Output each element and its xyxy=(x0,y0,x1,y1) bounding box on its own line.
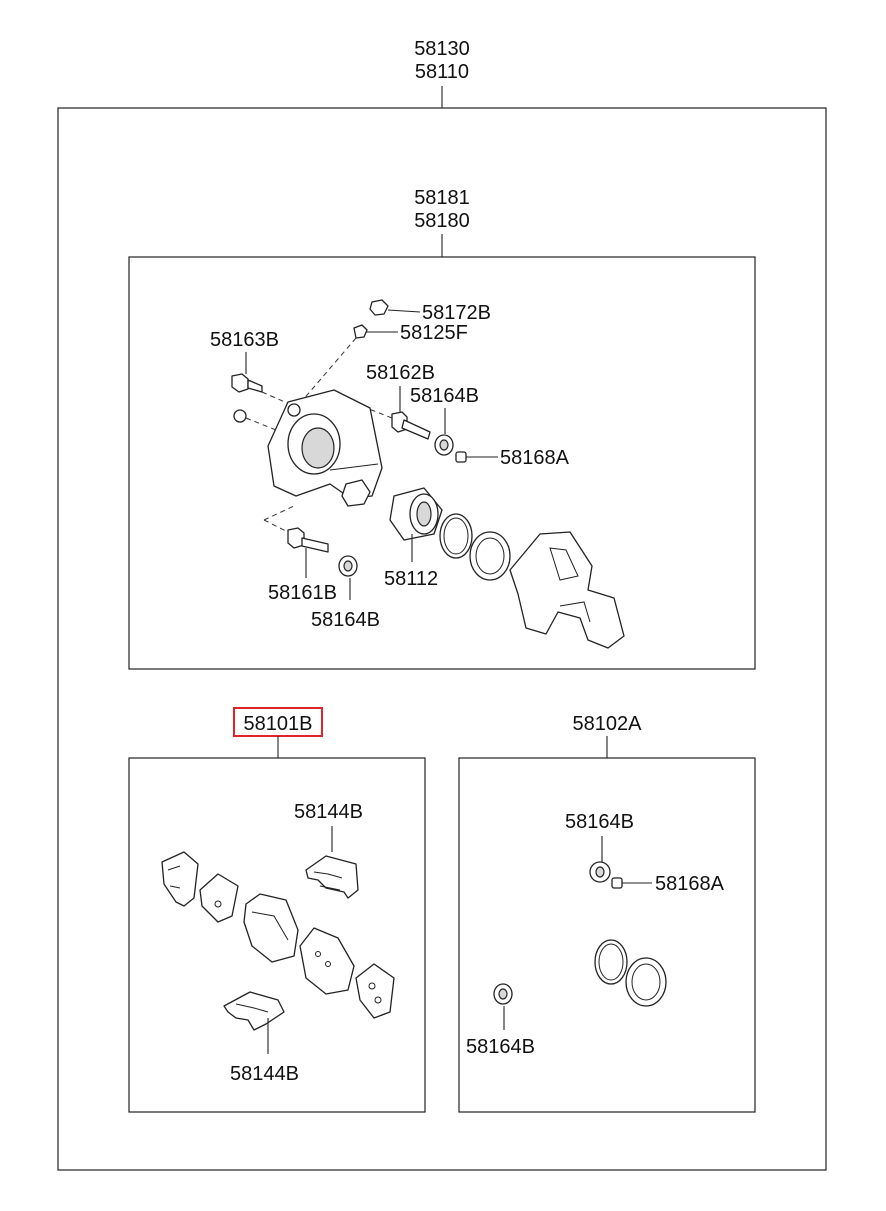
bleeder-cap-icon[interactable] xyxy=(369,299,421,316)
part-58162B[interactable]: 58162B xyxy=(366,362,435,384)
caliper-kit-frame xyxy=(128,256,756,670)
anti-squeal-shim-left-icon[interactable] xyxy=(161,851,199,907)
dust-boot-icon[interactable] xyxy=(434,434,454,456)
assembly-group: 58130 58110 xyxy=(57,38,827,1171)
guide-pin-lower-icon[interactable] xyxy=(263,505,329,553)
assembly-label-1[interactable]: 58130 xyxy=(414,38,470,60)
part-58144B-bottom[interactable]: 58144B xyxy=(230,1063,299,1085)
pad-kit-group: 58101B 58144B xyxy=(128,707,426,1113)
caliper-body-icon[interactable] xyxy=(233,389,383,507)
part-58163B[interactable]: 58163B xyxy=(210,329,279,351)
seal-kit-label[interactable]: 58102A xyxy=(573,713,643,735)
caliper-kit-group: 58181 58180 58172B 58125F 58163B 58162B xyxy=(128,187,756,670)
caliper-kit-label-2[interactable]: 58180 xyxy=(414,210,470,232)
pad-clip-lower-icon[interactable] xyxy=(223,991,285,1031)
pin-cap-icon[interactable] xyxy=(455,451,498,463)
brake-pad-inner-icon[interactable] xyxy=(243,893,299,963)
part-58164B-top[interactable]: 58164B xyxy=(410,385,479,407)
dust-boot-lower-icon[interactable] xyxy=(338,555,358,577)
part-58144B-top[interactable]: 58144B xyxy=(294,801,363,823)
piston-icon[interactable] xyxy=(389,487,443,541)
piston-seal-icon[interactable] xyxy=(439,513,473,559)
seal-dust-seal-icon[interactable] xyxy=(625,957,667,1007)
pad-kit-label[interactable]: 58101B xyxy=(244,713,313,735)
seal-dust-boot-lower-icon[interactable] xyxy=(493,983,513,1005)
part-58168A[interactable]: 58168A xyxy=(500,447,570,469)
caliper-kit-label-1[interactable]: 58181 xyxy=(414,187,470,209)
seal-part-58164B-bottom[interactable]: 58164B xyxy=(466,1036,535,1058)
brake-pad-outer-icon[interactable] xyxy=(299,927,355,995)
bleeder-screw-icon[interactable] xyxy=(295,324,398,409)
pad-clip-upper-icon[interactable] xyxy=(305,855,359,899)
seal-pin-cap-icon[interactable] xyxy=(611,877,652,889)
part-58172B[interactable]: 58172B xyxy=(422,302,491,324)
dust-seal-icon[interactable] xyxy=(469,531,511,581)
assembly-label-2[interactable]: 58110 xyxy=(415,61,469,83)
shim-left-icon[interactable] xyxy=(199,873,239,923)
seal-part-58164B-top[interactable]: 58164B xyxy=(565,811,634,833)
seal-dust-boot-upper-icon[interactable] xyxy=(589,861,611,883)
part-58112[interactable]: 58112 xyxy=(384,568,438,590)
seal-kit-frame xyxy=(458,757,756,1113)
part-58161B[interactable]: 58161B xyxy=(268,582,337,604)
seal-piston-seal-icon[interactable] xyxy=(594,939,628,985)
anti-squeal-shim-right-icon[interactable] xyxy=(355,963,395,1019)
pad-kit-frame xyxy=(128,757,426,1113)
guide-bolt-icon[interactable] xyxy=(231,373,295,407)
seal-part-58168A[interactable]: 58168A xyxy=(655,873,725,895)
assembly-frame xyxy=(57,107,827,1171)
seal-kit-group: 58102A 58164B 58168A 58164B xyxy=(458,713,756,1113)
guide-pin-upper-icon[interactable] xyxy=(345,399,431,440)
part-58125F[interactable]: 58125F xyxy=(400,322,468,344)
caliper-bracket-icon[interactable] xyxy=(509,531,625,649)
part-58164B-bottom[interactable]: 58164B xyxy=(311,609,380,631)
